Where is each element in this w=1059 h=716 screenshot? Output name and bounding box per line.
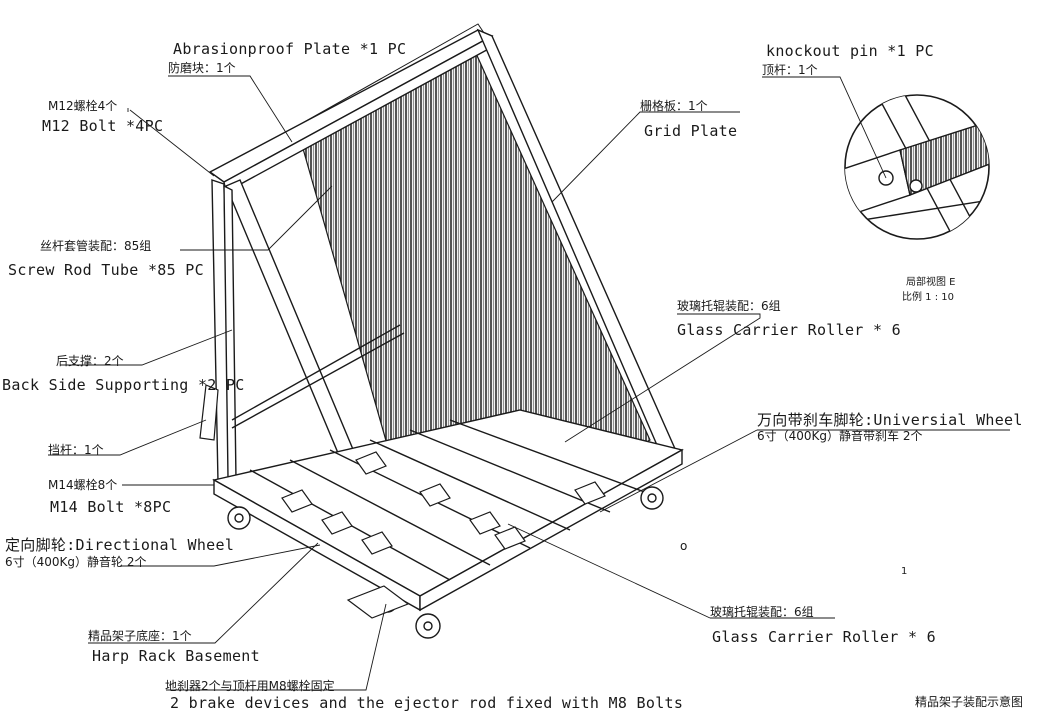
rack-base [212, 409, 684, 612]
stop-bar [199, 384, 219, 441]
universal-wheel-label: 万向带刹车脚轮:Universial Wheel [757, 411, 1023, 429]
drawing-caption: 精品架子装配示意图 [915, 695, 1024, 709]
detail-view [844, 94, 990, 240]
back-support-label: Back Side Supporting *2 PC [2, 376, 245, 394]
abrasion-plate-label-cn: 防磨块：1个 [168, 61, 236, 75]
glass-roller-label-1: Glass Carrier Roller * 6 [677, 321, 901, 339]
glass-roller-label-2: Glass Carrier Roller * 6 [712, 628, 936, 646]
screw-rod-tube-label: Screw Rod Tube *85 PC [8, 261, 204, 279]
universal-wheel-spec: 6寸（400Kg）静音带刹车 2个 [757, 429, 923, 443]
stop-bar-label: 挡杆：1个 [48, 443, 104, 457]
harp-rack-base-label: Harp Rack Basement [92, 647, 260, 665]
brake-plate [346, 585, 410, 619]
directional-wheel-spec: 6寸（400Kg）静音轮 2个 [5, 555, 147, 569]
abrasion-plate-label: Abrasionproof Plate *1 PC [173, 40, 407, 58]
harp-rack-base-label-cn: 精品架子底座：1个 [88, 629, 192, 643]
knockout-pin-label-cn: 顶杆：1个 [762, 63, 818, 77]
brake-device-label: 2 brake devices and the ejector rod fixe… [170, 694, 684, 712]
detail-view-title: 局部视图 E [906, 277, 956, 288]
brake-device-label-cn: 地刹器2个与顶杆用M8螺栓固定 [165, 679, 335, 693]
m14-bolt-label: M14 Bolt *8PC [50, 498, 172, 516]
leader-lines [48, 75, 1010, 691]
detail-view-scale: 比例 1 : 10 [902, 292, 954, 303]
directional-wheel-label: 定向脚轮:Directional Wheel [5, 536, 235, 554]
grid-plate-label-cn: 栅格板：1个 [640, 99, 708, 113]
knockout-pin-label: knockout pin *1 PC [766, 42, 934, 60]
mark-1: 1 [901, 566, 908, 577]
back-support-label-cn: 后支撑：2个 [56, 354, 124, 368]
m14-bolt-label-cn: M14螺栓8个 [48, 478, 118, 492]
grid-plate-label: Grid Plate [644, 122, 738, 140]
screw-rod-tube-label-cn: 丝杆套管装配：85组 [40, 239, 152, 253]
mark-o: o [680, 539, 688, 553]
glass-carrier-rollers [281, 451, 606, 555]
m12-bolt-label-cn: M12螺栓4个 [48, 99, 118, 113]
glass-roller-label-2-cn: 玻璃托辊装配：6组 [710, 605, 814, 619]
glass-roller-label-1-cn: 玻璃托辊装配：6组 [677, 299, 781, 313]
m12-bolt-label: M12 Bolt *4PC [42, 117, 164, 135]
